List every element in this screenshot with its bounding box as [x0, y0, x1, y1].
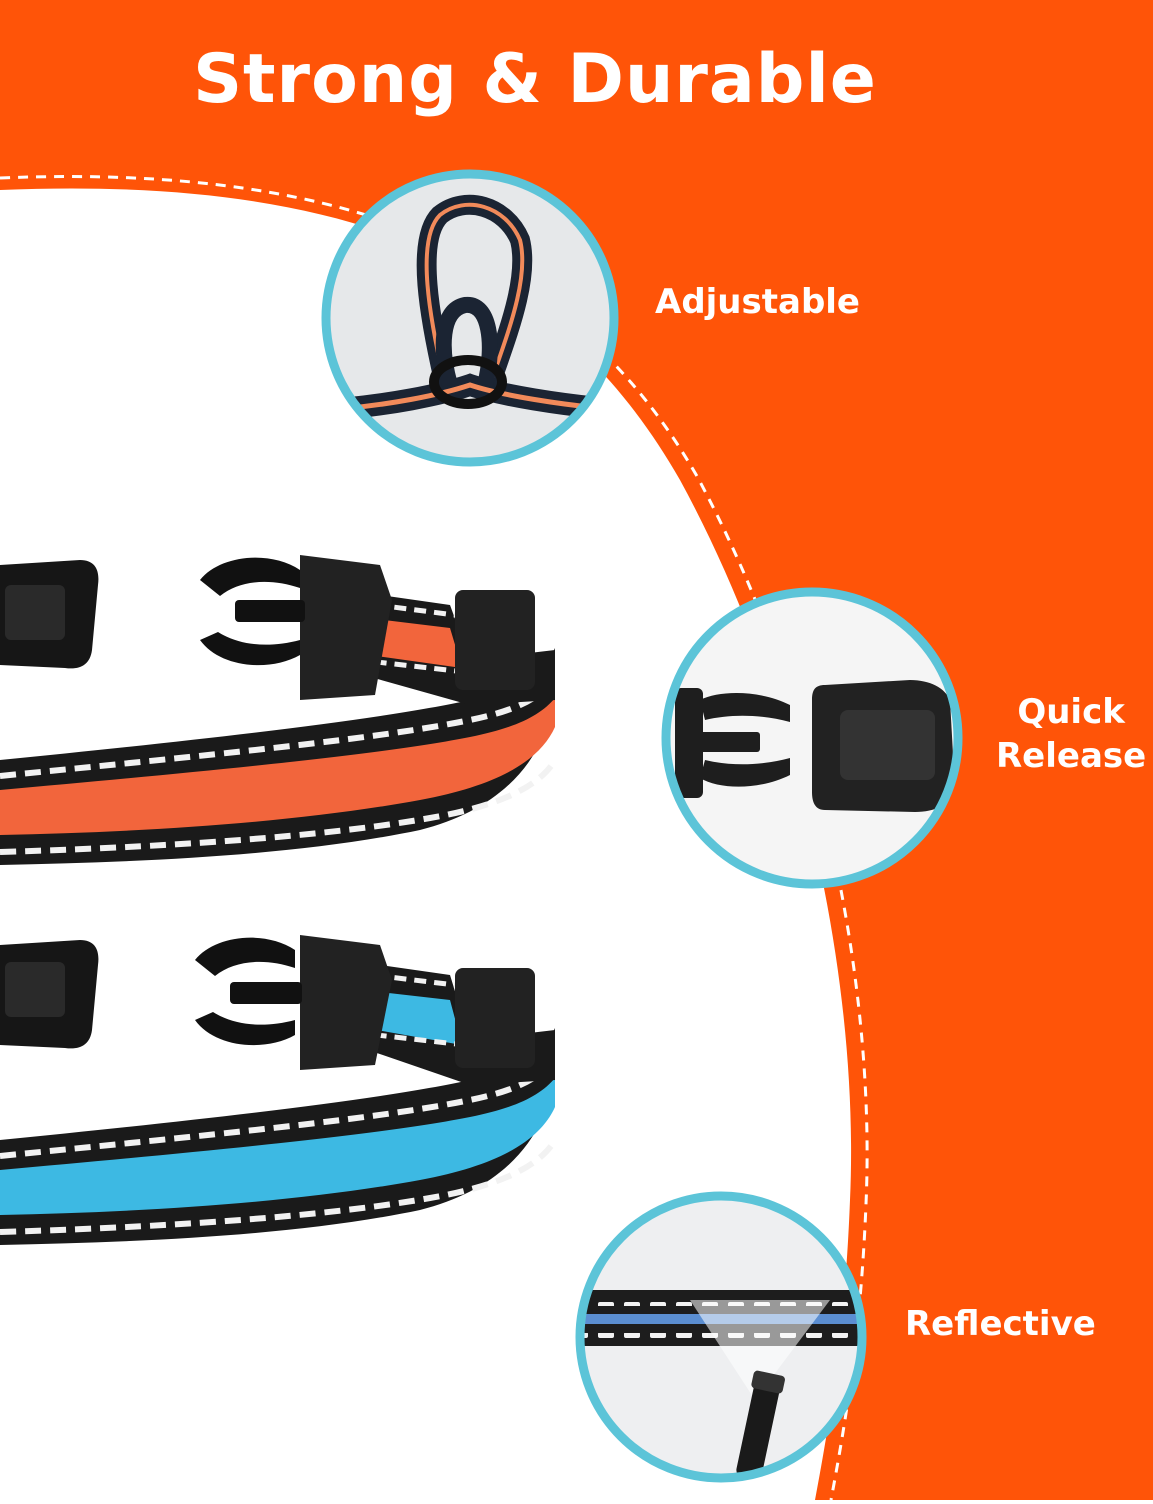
- reflective-label: Reflective: [905, 1302, 1096, 1346]
- adjustable-label: Adjustable: [655, 280, 860, 324]
- quick-release-photo: [661, 587, 963, 889]
- orange-collar: [0, 555, 558, 865]
- page-title: Strong & Durable: [193, 40, 877, 119]
- quick-release-label-line-2: Release: [996, 736, 1147, 776]
- reflective-label-line: Reflective: [905, 1304, 1096, 1344]
- adjustable-photo: [321, 169, 619, 467]
- adjustable-label-line: Adjustable: [655, 282, 860, 322]
- reflective-photo: [575, 1191, 867, 1483]
- quick-release-label-line-1: Quick: [1017, 692, 1125, 732]
- quick-release-label: Quick Release: [996, 690, 1146, 778]
- blue-collar: [0, 935, 558, 1245]
